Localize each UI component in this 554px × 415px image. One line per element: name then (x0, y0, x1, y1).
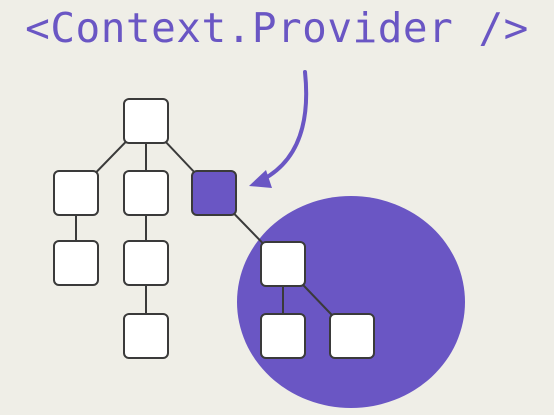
pointer-arrowhead (249, 170, 272, 188)
tree-node-consumer-right (329, 313, 375, 359)
tree-node-middle-grandchild (123, 313, 169, 359)
tree-node-consumer-parent (260, 241, 306, 287)
tree-node-consumer-left (260, 313, 306, 359)
diagram-title: <Context.Provider /> (25, 4, 529, 52)
tree-node-root (123, 98, 169, 144)
tree-node-middle (123, 170, 169, 216)
tree-node-left-child (53, 240, 99, 286)
tree-node-provider (191, 170, 237, 216)
pointer-arrow (260, 70, 309, 182)
context-scope-circle (237, 196, 465, 408)
tree-node-left (53, 170, 99, 216)
tree-node-middle-child (123, 240, 169, 286)
